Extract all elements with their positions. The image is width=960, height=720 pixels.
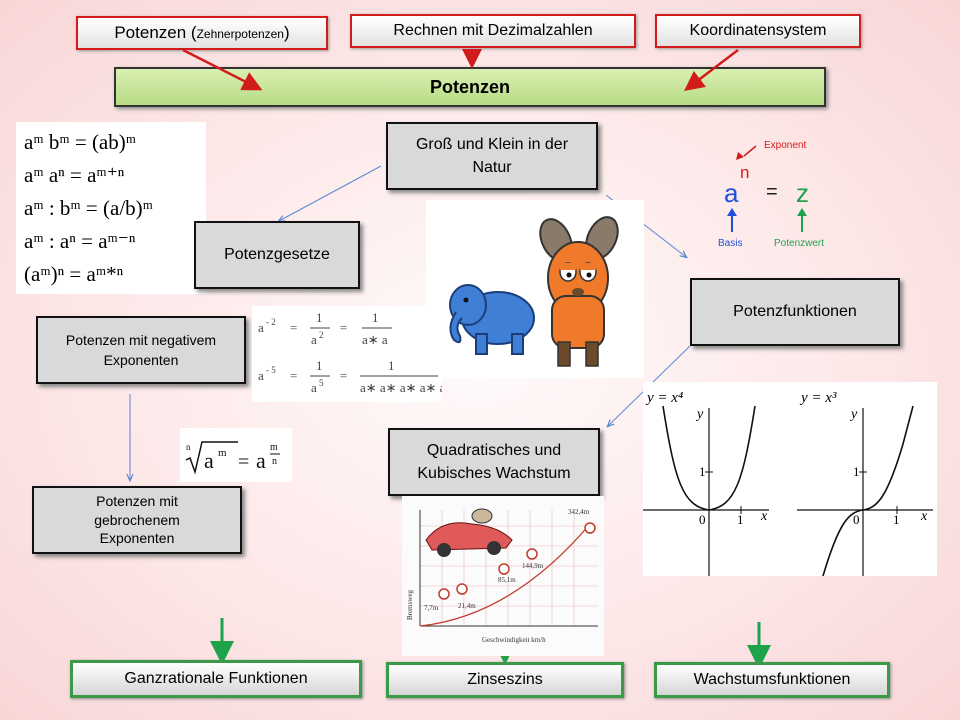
bottom-ganzrational-text: Ganzrationale Funktionen bbox=[124, 670, 308, 687]
node-negativer-exponent: Potenzen mit negativem Exponenten bbox=[36, 316, 246, 384]
node-gesetze-text: Potenzgesetze bbox=[224, 246, 330, 264]
svg-text:=: = bbox=[340, 320, 347, 335]
graph-left-y-label: y bbox=[695, 407, 704, 422]
top-dezimal-text: Rechnen mit Dezimalzahlen bbox=[393, 22, 593, 39]
svg-text:m: m bbox=[218, 447, 227, 459]
graph-left-one-y: 1 bbox=[699, 464, 706, 479]
braking-label-5: 342,4m bbox=[568, 508, 590, 516]
svg-text:=: = bbox=[290, 320, 297, 335]
svg-text:2: 2 bbox=[319, 330, 324, 340]
braking-y-label: Bremsweg bbox=[406, 590, 414, 620]
bottom-wachstumsfunktionen-text: Wachstumsfunktionen bbox=[693, 671, 851, 688]
svg-text:a: a bbox=[258, 368, 264, 383]
svg-text:a: a bbox=[258, 320, 264, 335]
graph-right-one-x: 1 bbox=[893, 512, 900, 527]
braking-x-label: Geschwindigkeit km/h bbox=[482, 636, 546, 644]
notation-diagram: Exponent n a = z Basis Potenzwert bbox=[718, 140, 824, 249]
top-potenzen-sub: Zehnerpotenzen bbox=[196, 27, 284, 41]
basis-label: Basis bbox=[718, 238, 742, 249]
law-3: aᵐ : bᵐ = (a/b)ᵐ bbox=[24, 196, 153, 220]
graph-right-one-y: 1 bbox=[853, 464, 860, 479]
svg-text:a: a bbox=[204, 448, 214, 473]
svg-text:- 5: - 5 bbox=[266, 365, 276, 375]
mouse-figure bbox=[539, 216, 619, 367]
node-funktionen-text: Potenzfunktionen bbox=[733, 303, 857, 321]
exponent-label: Exponent bbox=[764, 140, 806, 151]
exponent-n: n bbox=[740, 163, 749, 182]
crashed-car-icon bbox=[425, 508, 513, 557]
top-box-dezimalzahlen: Rechnen mit Dezimalzahlen bbox=[350, 14, 636, 48]
title-bar: Potenzen bbox=[114, 67, 826, 107]
braking-label-4: 144,9m bbox=[522, 562, 544, 570]
svg-text:1: 1 bbox=[372, 310, 379, 325]
svg-text:=: = bbox=[340, 368, 347, 383]
graph-left-zero: 0 bbox=[699, 512, 706, 527]
node-wachstum: Quadratisches und Kubisches Wachstum bbox=[388, 428, 600, 496]
braking-distance-image: 7,7m 21,4m 85,1m 144,9m 342,4m Geschwind… bbox=[402, 496, 604, 656]
svg-text:n: n bbox=[272, 456, 277, 467]
law-5: (aᵐ)ⁿ = aᵐ*ⁿ bbox=[24, 262, 124, 286]
graph-left-title: y = x⁴ bbox=[645, 390, 683, 406]
bottom-zinseszins-text: Zinseszins bbox=[467, 671, 543, 688]
blue-arrow-gesetze bbox=[279, 165, 382, 221]
svg-text:n: n bbox=[186, 442, 191, 452]
braking-label-1: 7,7m bbox=[424, 604, 439, 612]
node-natur-text: Groß und Klein in der Natur bbox=[415, 135, 569, 176]
svg-text:a∗ a∗ a∗ a∗ a: a∗ a∗ a∗ a∗ a bbox=[360, 380, 442, 395]
equals-sign: = bbox=[766, 181, 778, 203]
bottom-ganzrationale-funktionen: Ganzrationale Funktionen bbox=[70, 660, 362, 698]
braking-label-3: 85,1m bbox=[498, 576, 516, 584]
svg-text:- 2: - 2 bbox=[266, 317, 276, 327]
potenzgesetze-formula-image: aᵐ bᵐ = (ab)ᵐ aᵐ aⁿ = aᵐ⁺ⁿ aᵐ : bᵐ = (a/… bbox=[16, 122, 206, 294]
svg-text:=: = bbox=[238, 451, 249, 473]
potenzwert-label: Potenzwert bbox=[774, 238, 824, 249]
node-gross-und-klein: Groß und Klein in der Natur bbox=[386, 122, 598, 190]
base-a: a bbox=[724, 178, 739, 208]
elephant-figure bbox=[449, 284, 535, 355]
node-potenzgesetze: Potenzgesetze bbox=[194, 221, 360, 289]
node-wachstum-text: Quadratisches und Kubisches Wachstum bbox=[417, 441, 571, 482]
title-text: Potenzen bbox=[429, 76, 510, 97]
node-gebrochen-text: Potenzen mit gebrochenem Exponenten bbox=[94, 492, 180, 547]
svg-text:m: m bbox=[270, 442, 278, 453]
node-negativ-text: Potenzen mit negativem Exponenten bbox=[65, 331, 217, 368]
graph-right-x-label: x bbox=[920, 509, 928, 524]
svg-text:a: a bbox=[311, 380, 317, 395]
elephant-mouse-illustration bbox=[426, 200, 644, 378]
law-1: aᵐ bᵐ = (ab)ᵐ bbox=[24, 130, 137, 154]
graph-right-title: y = x³ bbox=[799, 390, 837, 406]
svg-text:1: 1 bbox=[316, 310, 323, 325]
svg-text:a: a bbox=[256, 448, 266, 473]
graph-right-y-label: y bbox=[849, 407, 858, 422]
top-box-koordinatensystem: Koordinatensystem bbox=[655, 14, 861, 48]
result-z: z bbox=[796, 178, 809, 208]
law-2: aᵐ aⁿ = aᵐ⁺ⁿ bbox=[24, 163, 125, 187]
svg-text:a∗ a: a∗ a bbox=[362, 332, 388, 347]
svg-text:5: 5 bbox=[319, 378, 324, 388]
svg-text:1: 1 bbox=[388, 358, 395, 373]
top-koordinaten-text: Koordinatensystem bbox=[689, 22, 827, 39]
svg-text:a: a bbox=[311, 332, 317, 347]
svg-text:1: 1 bbox=[316, 358, 323, 373]
power-graphs-svg: y = x⁴ y x 0 1 1 y = x³ y x 0 1 1 bbox=[643, 390, 933, 577]
braking-label-2: 21,4m bbox=[458, 602, 476, 610]
graph-left-x-label: x bbox=[760, 509, 768, 524]
elephant-mouse-drawing bbox=[449, 216, 619, 367]
bottom-zinseszins: Zinseszins bbox=[386, 662, 624, 698]
svg-text:=: = bbox=[290, 368, 297, 383]
node-potenzfunktionen: Potenzfunktionen bbox=[690, 278, 900, 346]
top-box-potenzen: Potenzen (Zehnerpotenzen) bbox=[76, 16, 328, 50]
bottom-wachstumsfunktionen: Wachstumsfunktionen bbox=[654, 662, 890, 698]
graph-right-zero: 0 bbox=[853, 512, 860, 527]
law-4: aᵐ : aⁿ = aᵐ⁻ⁿ bbox=[24, 229, 136, 253]
braking-chart-svg: 7,7m 21,4m 85,1m 144,9m 342,4m Geschwind… bbox=[406, 508, 598, 644]
power-function-graphs: y = x⁴ y x 0 1 1 y = x³ y x 0 1 1 bbox=[643, 382, 937, 577]
node-gebrochener-exponent: Potenzen mit gebrochenem Exponenten bbox=[32, 486, 242, 554]
graph-left-one-x: 1 bbox=[737, 512, 744, 527]
top-potenzen-text: Potenzen (Zehnerpotenzen) bbox=[114, 23, 290, 42]
